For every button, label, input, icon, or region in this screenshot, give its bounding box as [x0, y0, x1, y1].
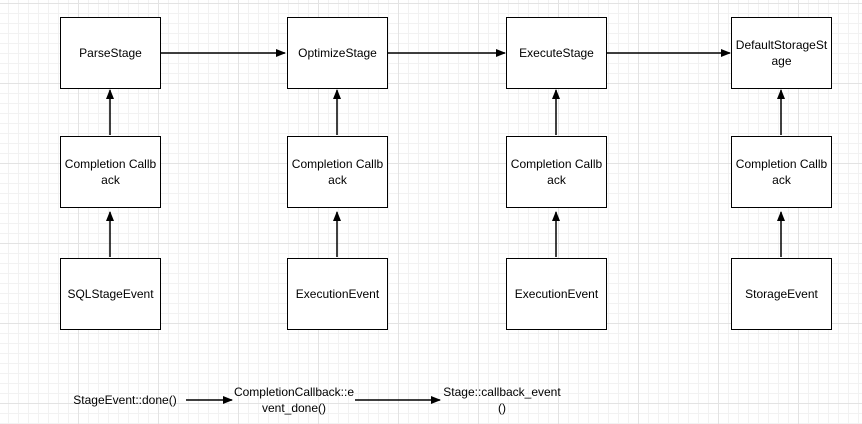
execute-stage-label: ExecuteStage	[519, 46, 594, 60]
storage-event-node: StorageEvent	[731, 258, 832, 330]
completion-callback-node-2: Completion Callback	[287, 136, 388, 208]
sql-stage-event-node: SQLStageEvent	[60, 258, 161, 330]
legend-stage-event-done: StageEvent::done()	[73, 393, 177, 407]
parse-stage-node: ParseStage	[60, 17, 161, 89]
optimize-stage-label: OptimizeStage	[298, 46, 377, 60]
legend-completion-callback-event-done: CompletionCallback::event_done()	[233, 385, 355, 415]
completion-callback-label-1: Completion Callback	[64, 157, 157, 187]
storage-event-label: StorageEvent	[745, 287, 818, 301]
parse-stage-label: ParseStage	[79, 46, 142, 60]
completion-callback-node-1: Completion Callback	[60, 136, 161, 208]
execution-event-label-2: ExecutionEvent	[514, 287, 599, 301]
legend-stage-callback-event: Stage::callback_event()	[443, 385, 561, 415]
completion-callback-label-2: Completion Callback	[291, 157, 384, 187]
execution-event-node-2: ExecutionEvent	[506, 258, 607, 330]
sql-stage-event-label: SQLStageEvent	[67, 287, 154, 301]
execution-event-node-1: ExecutionEvent	[287, 258, 388, 330]
default-storage-stage-label: DefaultStorageStage	[735, 38, 828, 68]
completion-callback-label-4: Completion Callback	[735, 157, 828, 187]
completion-callback-node-4: Completion Callback	[731, 136, 832, 208]
execution-event-label-1: ExecutionEvent	[295, 287, 380, 301]
optimize-stage-node: OptimizeStage	[287, 17, 388, 89]
execute-stage-node: ExecuteStage	[506, 17, 607, 89]
completion-callback-label-3: Completion Callback	[510, 157, 603, 187]
completion-callback-node-3: Completion Callback	[506, 136, 607, 208]
default-storage-stage-node: DefaultStorageStage	[731, 17, 832, 89]
